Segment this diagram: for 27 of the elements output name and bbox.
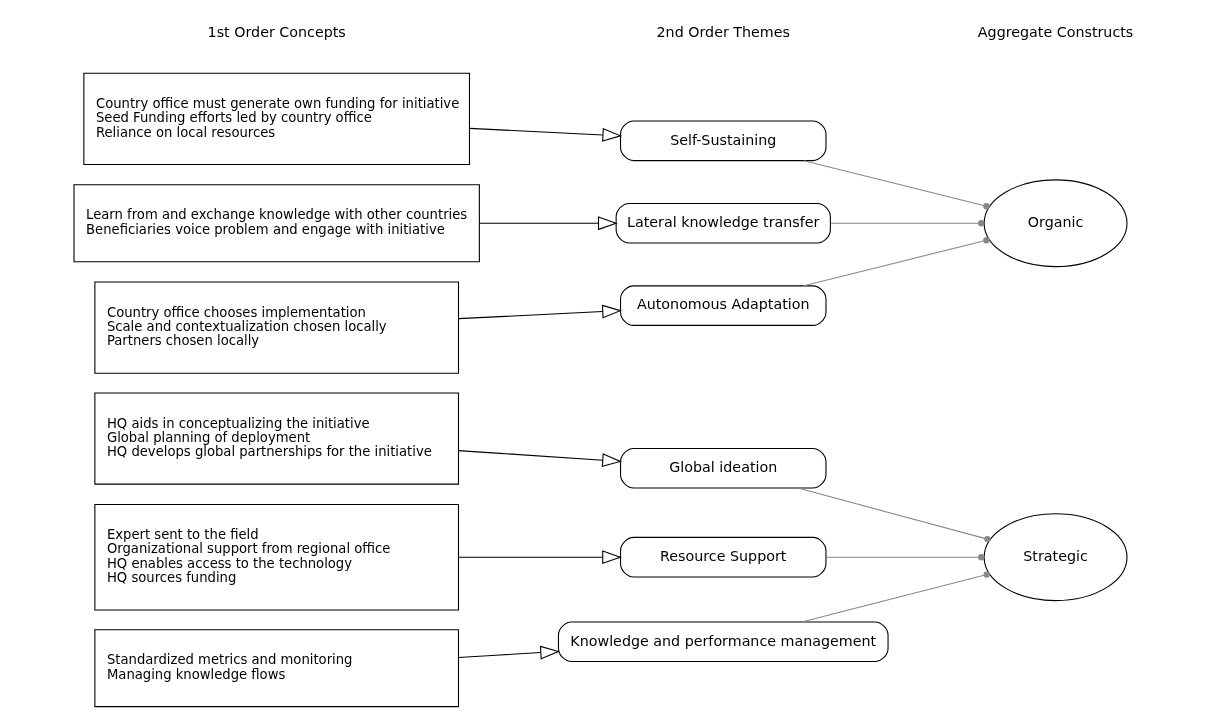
node-box: Lateral knowledge transfer	[615, 202, 831, 244]
connector	[797, 487, 991, 542]
node-box: Resource Support	[620, 536, 827, 577]
node-box: Country office chooses implementation Scale and contextualization chosen locally Partners chosen locally	[94, 280, 460, 374]
arrow	[457, 304, 622, 319]
node-box: Autonomous Adaptation	[620, 284, 827, 326]
node-box: Learn from and exchange knowledge with other countries Beneficiaries voice problem and engage with initiative	[73, 183, 480, 262]
node-box: Knowledge and performance management	[557, 620, 889, 662]
arrow	[478, 215, 618, 230]
node-box: Country office must generate own funding for initiative Seed Funding efforts led by country office Reliance on local resources	[83, 72, 471, 165]
arrow	[457, 449, 622, 467]
connector	[801, 570, 990, 622]
connector	[803, 236, 990, 286]
node-box: HQ aids in conceptualizing the initiative Global planning of deployment HQ develops global partnerships for the initiative	[94, 391, 460, 485]
connector	[825, 553, 985, 560]
connector	[803, 159, 990, 209]
label: 2nd Order Themes	[656, 23, 790, 40]
arrow	[469, 127, 623, 142]
node-box: Standardized metrics and monitoring Managing knowledge flows	[94, 628, 460, 707]
arrow	[457, 645, 561, 659]
label: 1st Order Concepts	[207, 23, 346, 40]
arrow	[457, 549, 622, 564]
node-box: Expert sent to the field Organizational support from regional office HQ enables access to the technology HQ sources funding	[94, 503, 460, 610]
connector	[830, 219, 985, 226]
label: Aggregate Constructs	[977, 23, 1134, 40]
node-box: Global ideation	[620, 447, 827, 489]
node-box: Self-Sustaining	[620, 120, 827, 161]
